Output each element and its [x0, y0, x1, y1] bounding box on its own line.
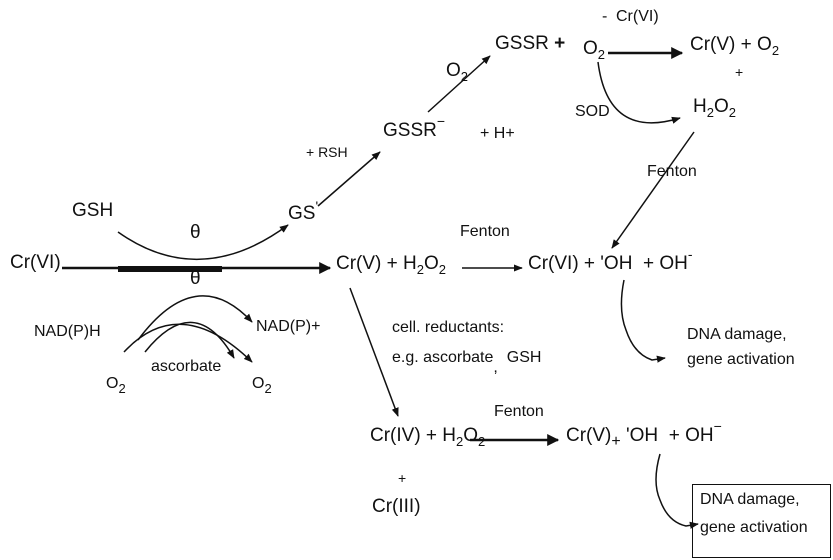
crv-h2o2-label: Cr(V) + H2O2: [336, 253, 446, 277]
dna-damage-2-line-2: gene activation: [700, 519, 808, 536]
crvi-over-arrow-label: Cr(VI): [616, 8, 659, 25]
cell-reductants-line-1: cell. reductants:: [392, 319, 505, 336]
gsh-to-gs-arrow: [117, 224, 289, 261]
fenton-bottom-label: Fenton: [494, 403, 544, 420]
crv-o2-product-label: Cr(V) + O2: [690, 34, 780, 58]
o2-top-label: O2: [446, 60, 469, 84]
crv-to-criv-arrow: [349, 287, 399, 417]
h2o2-fenton-arrow: [611, 131, 695, 249]
plus-h-label: + H+: [480, 125, 515, 142]
fenton-mid-label: Fenton: [460, 223, 510, 240]
o2-right-label: O2: [252, 375, 272, 396]
nadph-arc-arrow: [137, 295, 253, 341]
dna-damage-1-line-2: gene activation: [687, 351, 795, 368]
plus-rsh-label: + RSH: [306, 144, 348, 160]
crv-oh-label: Cr(V)+ 'OH + OH−: [566, 418, 722, 450]
theta-top-label: θ: [190, 222, 201, 243]
ascorbate-label: ascorbate: [151, 358, 222, 375]
h2o2-top-label: H2O2: [693, 96, 736, 120]
sod-arrow: [597, 61, 681, 124]
criv-h2o2-label: Cr(IV) + H2O2: [370, 425, 486, 449]
o2-left-label: O2: [106, 375, 126, 396]
nadp-plus-label: NAD(P)+: [256, 318, 321, 335]
gssr-anion-label: GSSR−: [383, 113, 446, 141]
cell-reductants-line-2: e.g. ascorbate, GSH: [392, 349, 542, 376]
gs-to-gssr-arrow: [317, 151, 381, 207]
ascorbate-arc-arrow: [144, 321, 235, 359]
oxygen-arc-arrow: [123, 323, 253, 363]
dna-damage-2-box: [692, 484, 831, 558]
sod-label: SOD: [575, 103, 610, 120]
nadph-label: NAD(P)H: [34, 323, 101, 340]
crvi-start-label: Cr(VI): [10, 252, 61, 273]
crvi-oh-label: Cr(VI) + 'OH + OH-: [528, 246, 693, 274]
gsh-label: GSH: [72, 200, 114, 221]
superoxide-minus-label: -: [602, 8, 608, 25]
dna-damage-2-arrow: [655, 453, 699, 529]
gssr-label: GSSR +: [495, 33, 566, 54]
fenton-right-label: Fenton: [647, 163, 697, 180]
dna-damage-2-line-1: DNA damage,: [700, 491, 800, 508]
plus-sign-label: +: [735, 64, 744, 80]
theta-bottom-label: θ: [190, 268, 201, 289]
dna-damage-1-line-1: DNA damage,: [687, 326, 787, 343]
gs-radical-label: GS': [288, 198, 319, 224]
superoxide-label: O2: [583, 38, 606, 62]
criii-label: Cr(III): [372, 496, 421, 517]
plus-below-label: +: [398, 470, 407, 486]
gssr-to-gssr-o2-arrow: [427, 55, 491, 113]
dna-damage-1-arrow: [620, 279, 666, 363]
